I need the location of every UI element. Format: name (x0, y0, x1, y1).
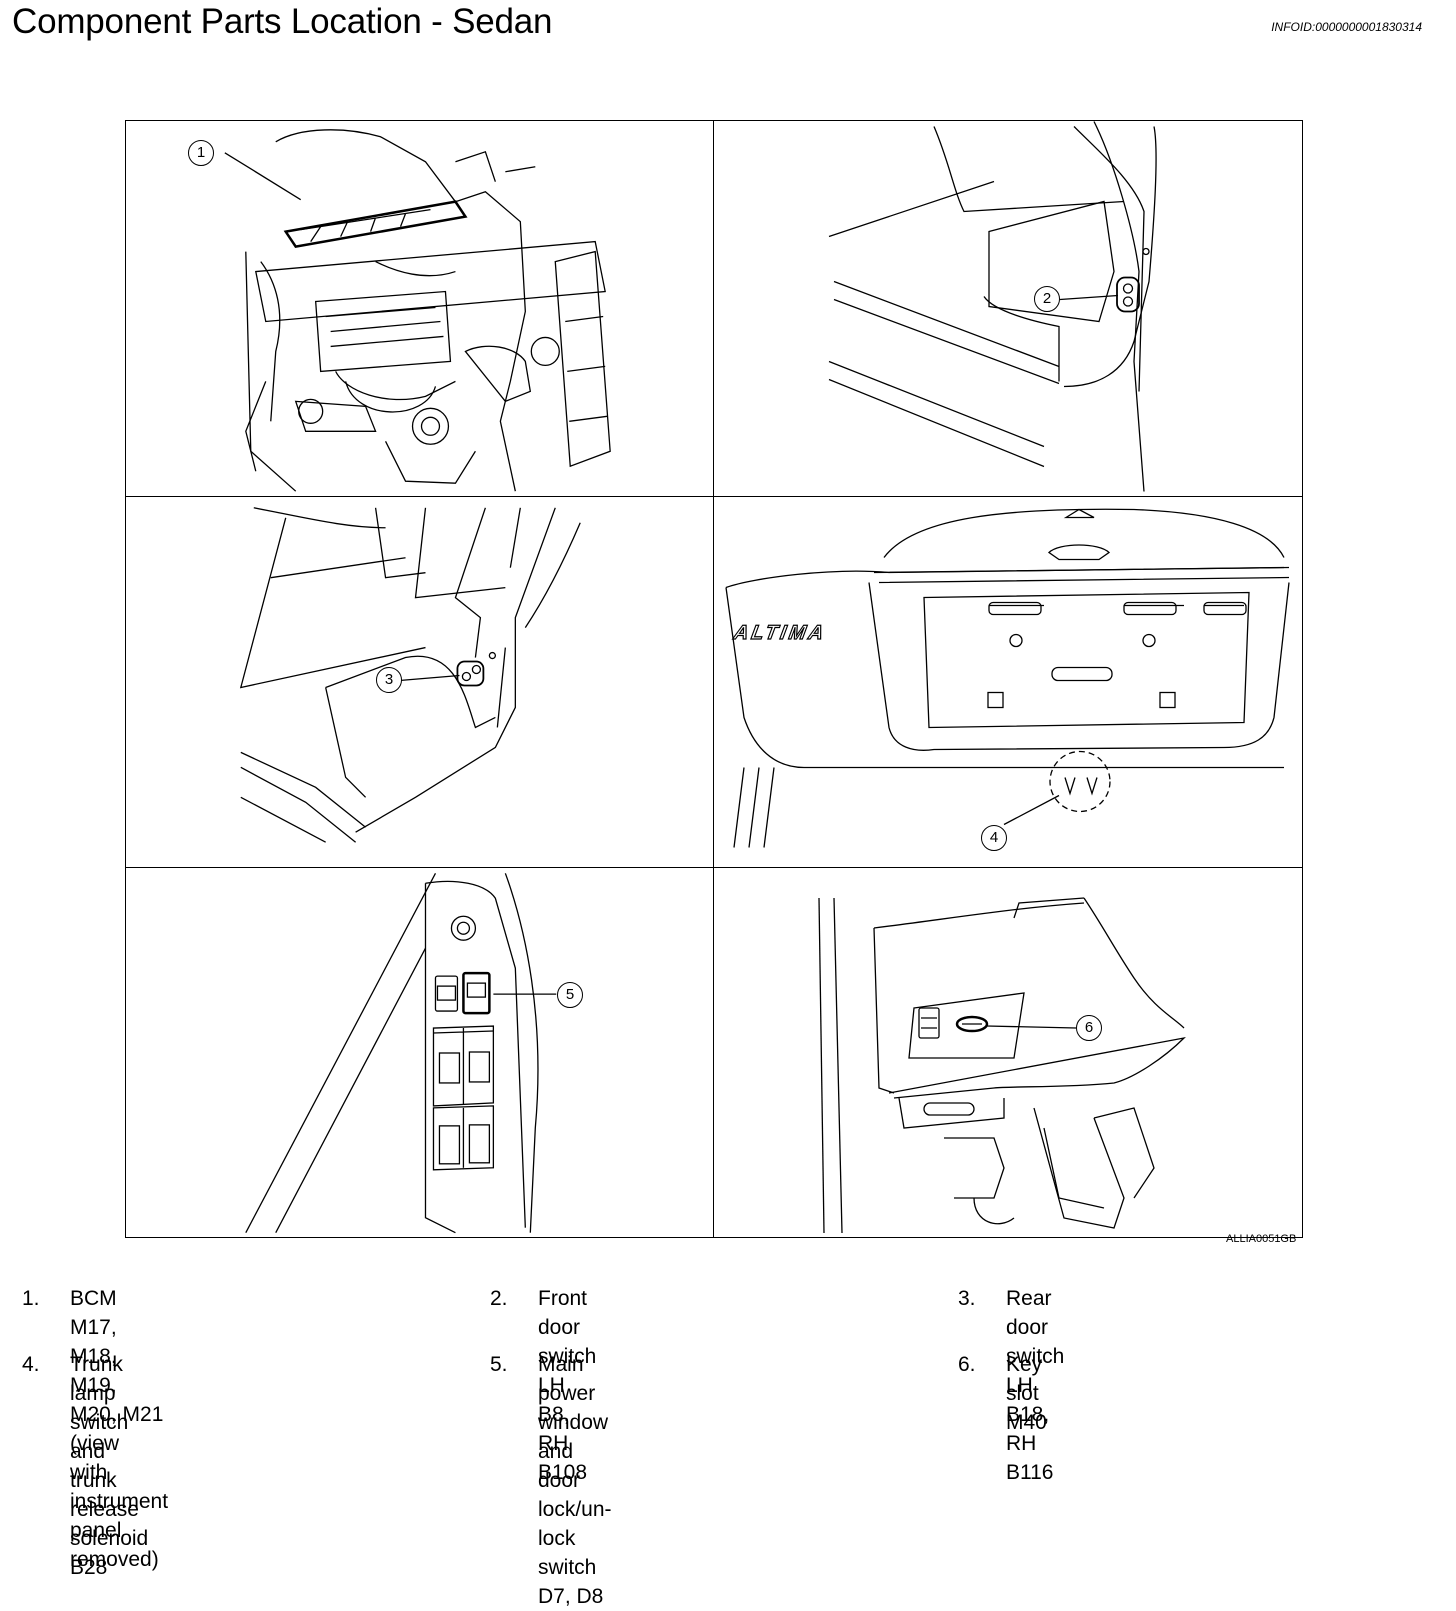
altima-badge: ALTIMA (732, 621, 829, 644)
panel-key-slot: 6 (714, 868, 1302, 1237)
page-title: Component Parts Location - Sedan (12, 2, 553, 41)
legend-line2: solenoid B28 (70, 1527, 149, 1579)
legend-num: 5. (490, 1353, 508, 1376)
callout-6: 6 (1076, 1015, 1102, 1041)
callout-3: 3 (376, 667, 402, 693)
legend-text: Trunk lamp switch and trunk release sole… (70, 1350, 148, 1582)
legend-num: 1. (22, 1287, 40, 1310)
callout-2: 2 (1034, 286, 1060, 312)
rear-door-illustration (239, 507, 581, 843)
panel-rear-door-switch: 3 (126, 497, 714, 868)
panel-power-window-switch: 5 (126, 868, 714, 1237)
legend-text: Main power window and door lock/un- lock… (538, 1350, 612, 1611)
trunk-illustration (725, 508, 1290, 848)
power-window-illustration (245, 873, 557, 1234)
front-door-illustration (828, 121, 1157, 492)
bcm-illustration (224, 129, 611, 492)
callout-1: 1 (188, 140, 214, 166)
key-slot-illustration (818, 897, 1186, 1234)
info-id: INFOID:0000000001830314 (1271, 20, 1422, 34)
figure-code: ALLIA0051GB (1226, 1233, 1297, 1245)
callout-4: 4 (981, 825, 1007, 851)
legend-num: 2. (490, 1287, 508, 1310)
legend-num: 3. (958, 1287, 976, 1310)
legend-num: 6. (958, 1353, 976, 1376)
panel-bcm: 1 (126, 121, 714, 497)
callout-5: 5 (557, 982, 583, 1008)
legend-line2: lock switch D7, D8 (538, 1527, 604, 1608)
panel-trunk-lamp-switch: ALTIMA 4 (714, 497, 1302, 868)
panel-front-door-switch: 2 (714, 121, 1302, 497)
figure-grid: 1 2 (125, 120, 1303, 1238)
legend-line1: Main power window and door lock/un- (538, 1353, 612, 1521)
legend-line1: Trunk lamp switch and trunk release (70, 1353, 139, 1521)
legend: 1. BCM M17, M18, M19, M20, M21 (view wit… (0, 1284, 1456, 1608)
legend-text: Key slot M40 (1006, 1353, 1047, 1434)
legend-num: 4. (22, 1353, 40, 1376)
